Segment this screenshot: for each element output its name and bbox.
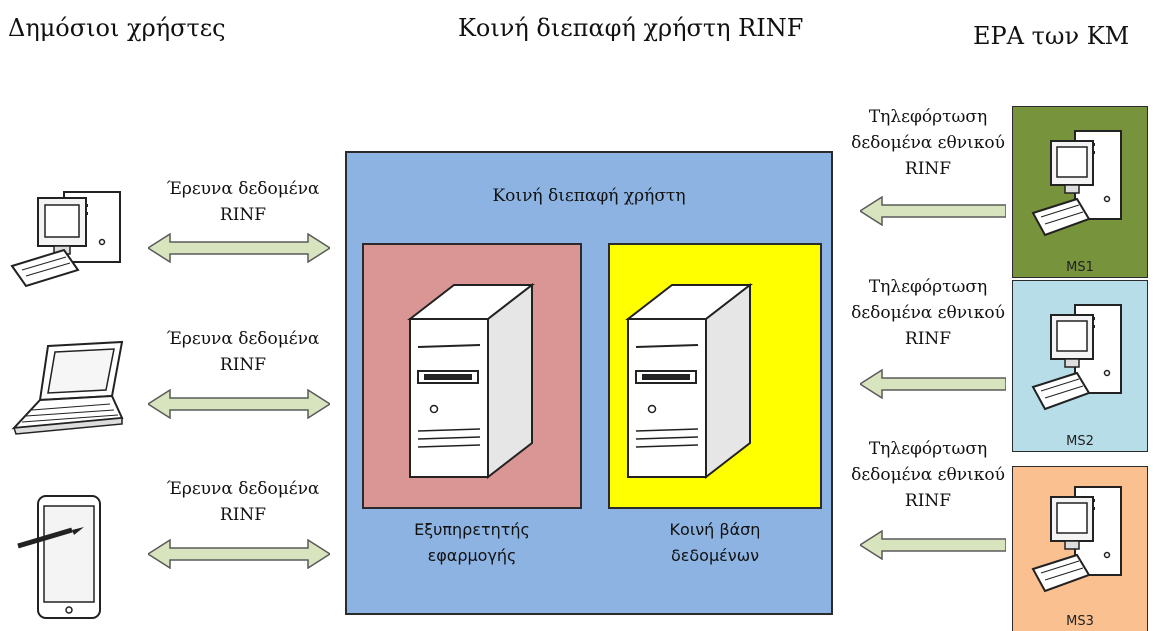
database-box — [608, 243, 822, 509]
double-arrow-icon — [148, 539, 330, 569]
laptop-icon — [10, 340, 128, 440]
application-server-box — [362, 243, 582, 509]
left-arrow-icon — [860, 369, 1006, 399]
member-state-box-ms3: MS3 — [1012, 466, 1148, 631]
member-state-label: MS1 — [1066, 260, 1094, 275]
left-arrow-icon — [860, 530, 1006, 560]
member-states-header: ΕΡΑ των ΚΜ — [973, 22, 1130, 50]
desktop-computer-icon — [1029, 301, 1133, 427]
left-arrow-icon — [860, 196, 1006, 226]
server-icon — [614, 281, 760, 481]
public-users-header: Δημόσιοι χρήστες — [8, 14, 226, 42]
double-arrow-icon — [148, 233, 330, 263]
member-state-label: MS2 — [1066, 434, 1094, 449]
member-state-box-ms2: MS2 — [1012, 280, 1148, 452]
desktop-computer-icon — [1029, 127, 1133, 253]
desktop-computer-icon — [8, 186, 134, 294]
member-state-label: MS3 — [1066, 614, 1094, 629]
member-state-box-ms1: MS1 — [1012, 106, 1148, 278]
common-ui-header: Κοινή διεπαφή χρήστη RINF — [458, 14, 804, 42]
server-icon — [396, 281, 542, 481]
double-arrow-icon — [148, 389, 330, 419]
desktop-computer-icon — [1029, 483, 1133, 609]
tablet-icon — [12, 490, 112, 628]
common-user-interface-box: Κοινή διεπαφή χρήστη — [345, 151, 833, 615]
common-ui-title: Κοινή διεπαφή χρήστη — [492, 186, 686, 206]
